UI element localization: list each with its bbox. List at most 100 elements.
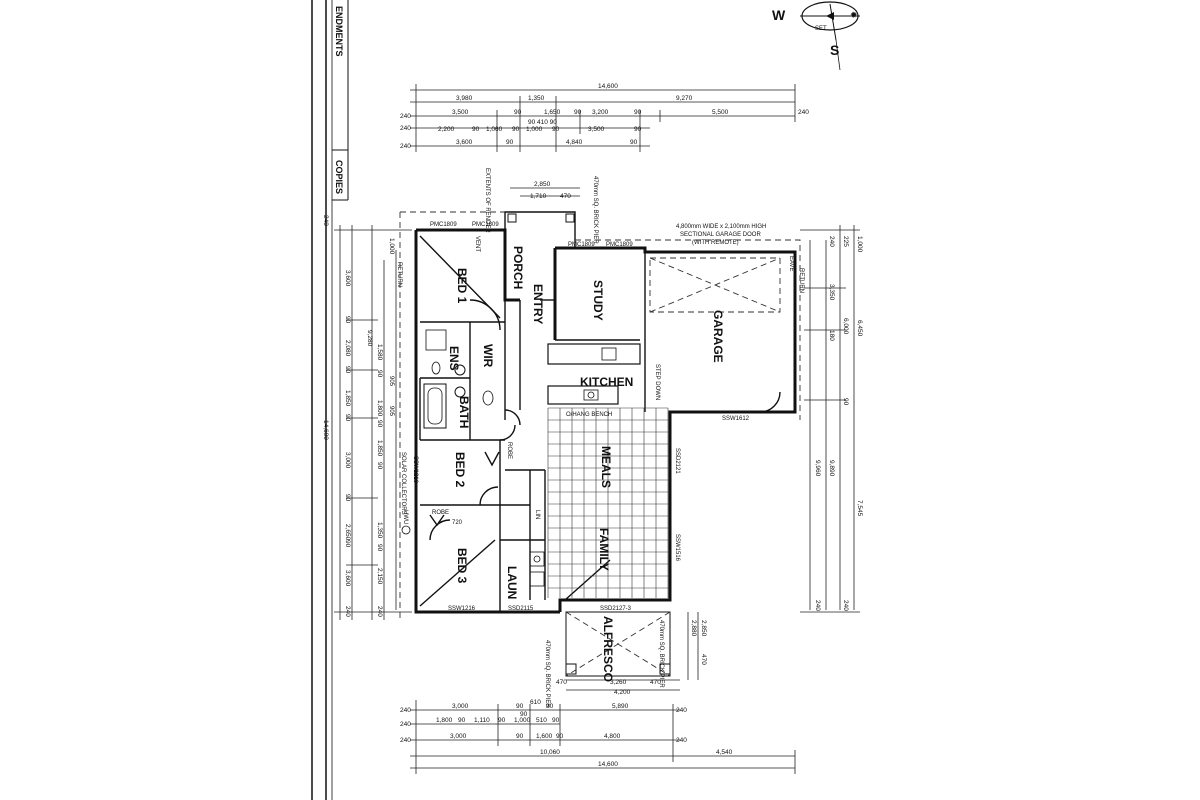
dim-bot-r1-1: 3,000	[452, 703, 469, 710]
room-porch: PORCH	[511, 246, 525, 289]
dim-bot-r1-0: 240	[400, 707, 411, 714]
dim-top-r2-2: 9,270	[676, 95, 693, 102]
robe-720-label: 720	[452, 520, 463, 526]
room-alfresco: ALFRESCO	[601, 616, 615, 682]
dim-right-col-6: 90	[842, 398, 849, 406]
dim-bot-r1-4: 90	[546, 703, 554, 710]
brick-pier-alf-left: 470mm SQ. BRICK PIER	[544, 640, 550, 708]
room-lin: LIN	[534, 510, 540, 519]
dim-left-b-3: 90	[376, 420, 383, 428]
dim-left-a-10: 3,600	[344, 570, 351, 587]
garage-door-label-3: (WITH REMOTE)	[692, 240, 739, 246]
dim-porch-1: 1,710	[530, 193, 547, 200]
dim-top-r3-6: 90	[634, 109, 642, 116]
render-label: EXTENTS OF RENDER	[484, 168, 490, 233]
dim-top-r3-2: 90	[514, 109, 522, 116]
pmc-label-1: PMC1809	[430, 222, 457, 228]
floor-tile-grid	[547, 407, 669, 598]
brick-pier-top-label: 470mm SQ. BRICK PIER	[592, 176, 598, 244]
right-return-label: RETURN	[798, 268, 804, 293]
dim-bot-r2-5: 1,000	[514, 717, 531, 724]
dim-bot-r2-1: 1,800	[436, 717, 453, 724]
dim-bot-r3-1: 3,000	[450, 733, 467, 740]
hwu-icon	[401, 525, 411, 535]
dim-right-col-1: 225	[842, 236, 849, 247]
dim-top-r4b: 90 410 90	[528, 119, 557, 126]
dim-bot-r4-1: 4,540	[716, 749, 733, 756]
room-robe-bed3: ROBE	[432, 510, 449, 516]
dim-bot-r2-3: 1,110	[474, 717, 490, 724]
dim-left-b-2: 1,800	[376, 400, 383, 417]
dim-top-r4-8: 90	[634, 126, 642, 133]
room-bed1: BED 1	[455, 268, 469, 304]
dim-bot-r3-5: 4,800	[604, 733, 621, 740]
dim-alf-0: 470	[556, 679, 567, 686]
dim-left-b-1: 90	[376, 370, 383, 378]
dim-top-r5-4: 90	[630, 139, 638, 146]
vent-label: VENT	[474, 236, 480, 252]
dim-bot-r3-3: 1,600	[536, 733, 553, 740]
dim-top-r4-4: 90	[512, 126, 520, 133]
dim-top-r3-3: 1,650	[544, 109, 561, 116]
ssw-bed3-label: SSW1216	[448, 606, 476, 612]
dim-porch-0: 2,850	[534, 181, 551, 188]
dim-alf-side-0: 2,880	[690, 620, 697, 637]
dim-top-r4-0: 240	[400, 125, 411, 132]
amendments-label: ENDMENTS	[334, 6, 344, 57]
dim-left-a-11: 240	[344, 606, 351, 617]
dim-right-col-8: 240	[814, 600, 821, 611]
dim-bot-r1-2: 90	[516, 703, 524, 710]
pmc-label-3: PMC1809	[568, 242, 595, 248]
room-robe-bed2: ROBE	[506, 442, 512, 459]
dim-top-r4-5: 1,000	[526, 126, 543, 133]
room-garage: GARAGE	[711, 310, 725, 363]
dim-bot-r1-3: 610	[530, 699, 541, 706]
ssd-alf-label: SSD2127-3	[600, 606, 632, 612]
dim-left-b-9: 240	[376, 606, 383, 617]
left-dimensions: 14,600 9,280 240 1,000 3,600 90 2,080 90…	[322, 215, 412, 620]
dim-right-col-7: 9,960	[814, 460, 821, 477]
dim-bot-r2-6: 510	[536, 717, 547, 724]
step-down-label: STEP DOWN	[654, 364, 660, 400]
dim-left-a-4: 1,850	[344, 390, 351, 407]
room-meals: MEALS	[599, 446, 613, 488]
dim-right-second: 7,545	[856, 500, 863, 517]
dim-top-r5-1: 3,600	[456, 139, 473, 146]
dim-left-a-9: 90	[344, 540, 351, 548]
right-dimensions: 1,000 225 240 3,350 6,000 180 90 9,960 2…	[788, 225, 863, 613]
dim-left-b-5: 90	[376, 462, 383, 470]
dim-alf-side-2: 470	[700, 654, 707, 665]
dim-top-r3-5: 3,200	[592, 109, 609, 116]
dim-left-top-1: 1,000	[388, 238, 395, 255]
garage-door-label-2: SECTIONAL GARAGE DOOR	[680, 232, 761, 238]
dim-top-r3-4: 90	[574, 109, 582, 116]
dim-top-r4-6: 90	[552, 126, 560, 133]
compass-rose: W S SET ✹	[772, 1, 860, 71]
dim-top-r4-7: 3,500	[588, 126, 605, 133]
room-entry: ENTRY	[531, 284, 545, 324]
dim-left-second: 9,280	[366, 330, 373, 347]
pmc-label-2: PMC1809	[472, 222, 499, 228]
misc-labels: PMC1809 PMC1809 PMC1809 PMC1809 4,800mm …	[412, 222, 766, 612]
dim-right-col-3: 3,350	[828, 284, 835, 301]
room-laun: LAUN	[505, 566, 519, 599]
dim-left-a-5: 90	[344, 414, 351, 422]
ssw-garage-label: SSW1612	[722, 416, 750, 422]
dim-bot-r2-7: 90	[552, 717, 560, 724]
dim-left-a-2: 2,080	[344, 340, 351, 357]
dim-top-r3-7: 5,500	[712, 109, 729, 116]
garage-door-label-1: 4,800mm WIDE x 2,100mm HIGH	[676, 224, 766, 230]
dim-bot-r3-0: 240	[400, 737, 411, 744]
dim-right-col-2: 240	[828, 236, 835, 247]
dim-left-a-1: 90	[344, 316, 351, 324]
dim-top-r1-0: 14,600	[598, 83, 618, 90]
room-bath: BATH	[457, 396, 471, 428]
room-bed3: BED 3	[455, 548, 469, 584]
dim-left-a-6: 3,000	[344, 452, 351, 469]
brick-pier-alf-right: 470mm SQ. BRICK PIER	[658, 620, 664, 688]
room-ens: ENS	[447, 346, 461, 371]
solar-label: SOLAR COLLECTORS	[400, 452, 406, 515]
room-study: STUDY	[591, 280, 605, 321]
dim-right-third: 9,890	[828, 460, 835, 477]
